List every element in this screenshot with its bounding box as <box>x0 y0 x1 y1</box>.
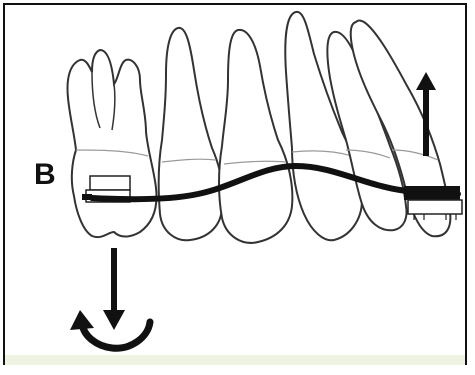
molar-tooth <box>68 50 157 237</box>
premolar-tooth-2 <box>219 30 292 243</box>
arrow-down-icon <box>103 248 125 330</box>
premolar-tooth-1 <box>159 28 223 240</box>
panel-label: B <box>34 160 56 190</box>
